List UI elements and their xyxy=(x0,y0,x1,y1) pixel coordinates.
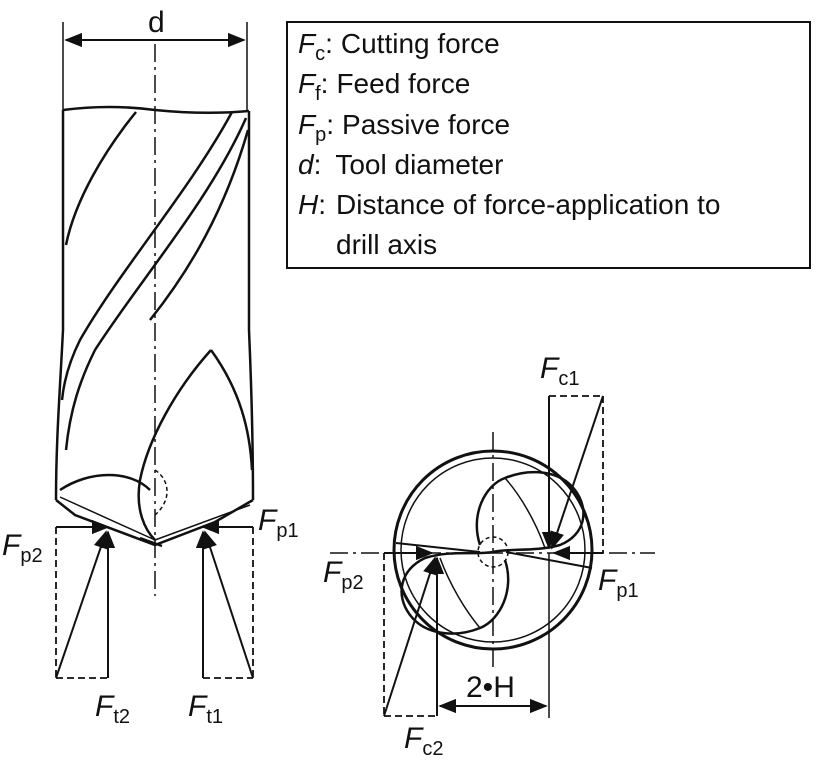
label-fp2-side: Fp2 xyxy=(2,529,43,567)
cutting-lip-left xyxy=(395,542,481,553)
label-fp1-cross: Fp1 xyxy=(598,564,639,602)
drill-inner-circle xyxy=(400,457,586,643)
cutting-edge-left xyxy=(59,496,156,541)
legend-item-passive-force: Fp:Passive force xyxy=(298,109,510,146)
helix-flute-middle xyxy=(149,129,250,321)
drill-top-edge xyxy=(62,105,250,115)
label-2h: 2•H xyxy=(466,671,515,704)
flute-lower-left-inner xyxy=(439,557,481,629)
drill-cross-section xyxy=(330,395,655,718)
legend-item-distance-continuation: drill axis xyxy=(336,229,437,260)
label-fp2-cross: Fp2 xyxy=(323,556,364,594)
legend-box: Fc:Cutting force Ff:Feed force Fp:Passiv… xyxy=(286,21,811,269)
label-fc2: Fc2 xyxy=(404,722,443,760)
drill-web-arc xyxy=(154,469,168,516)
legend-item-cutting-force: Fc:Cutting force xyxy=(298,28,500,65)
drill-outer-circle xyxy=(392,449,594,651)
flute-upper-right-inner xyxy=(504,477,546,549)
f2-cross-resultant-arrow xyxy=(383,556,437,717)
f2-resultant-arrow xyxy=(55,530,108,679)
label-ft2: Ft2 xyxy=(95,690,130,728)
helix-land-1 xyxy=(60,111,234,401)
legend-item-distance: H:Distance of force-application to xyxy=(298,189,720,220)
legend-frame xyxy=(286,21,811,269)
flute-upper-right xyxy=(475,470,585,554)
helix-land-2 xyxy=(64,117,248,451)
f1-cross-resultant-arrow xyxy=(550,395,604,550)
drill-body-right-edge xyxy=(247,111,255,501)
f1-resultant-arrow xyxy=(203,530,254,679)
legend-item-tool-diameter: d:Tool diameter xyxy=(298,149,503,180)
flute-lower-left xyxy=(400,550,510,635)
drill-tip-chisel xyxy=(139,536,163,548)
diameter-label: d xyxy=(148,6,165,39)
drill-side-view: d xyxy=(54,6,255,679)
legend-item-feed-force: Ff:Feed force xyxy=(298,68,470,105)
helix-flute-lower xyxy=(209,349,254,471)
label-fc1: Fc1 xyxy=(540,352,579,390)
label-fp1-side: Fp1 xyxy=(258,504,299,542)
label-ft1: Ft1 xyxy=(188,690,223,728)
helix-flute-lower-inner xyxy=(137,349,212,541)
helix-flute-bottom-left xyxy=(59,473,151,492)
drill-tip xyxy=(55,498,254,547)
drill-body-left-edge xyxy=(54,110,65,501)
helix-flute-upper xyxy=(64,111,137,246)
